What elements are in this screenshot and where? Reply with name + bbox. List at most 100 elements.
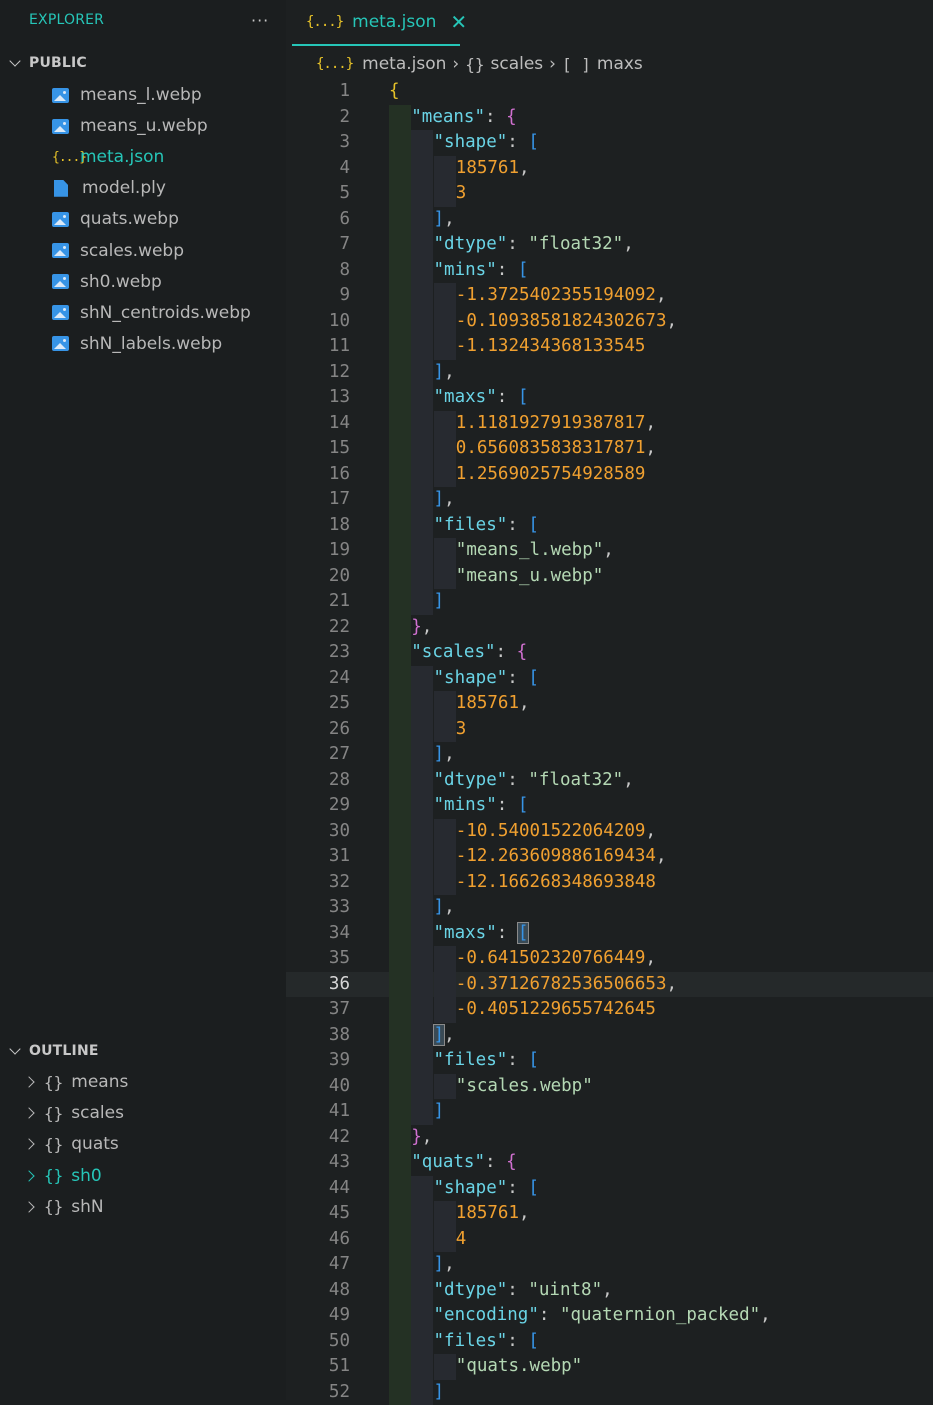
tab-meta-json[interactable]: {...} meta.json ✕ (292, 0, 460, 46)
code-text: "means_l.webp", (456, 538, 614, 564)
indent-guide (389, 972, 411, 998)
code-token: { (517, 642, 528, 662)
code-token: -1.132434368133545 (456, 336, 646, 356)
file-name: sh0.webp (80, 272, 162, 292)
code-token: : (496, 642, 517, 662)
breadcrumb-file[interactable]: meta.json (362, 54, 446, 74)
code-token: , (603, 540, 614, 560)
code-token: ] (434, 362, 445, 382)
json-file-icon: {...} (316, 56, 353, 72)
code-token: "files" (434, 1331, 508, 1351)
file-item-sh0-webp[interactable]: sh0.webp (52, 269, 162, 295)
line-number: 15 (286, 436, 350, 462)
outline-item-means[interactable]: {}means (24, 1069, 128, 1095)
code-token: [ (528, 1178, 539, 1198)
outline-item-shn[interactable]: {}shN (24, 1194, 104, 1220)
indent-guide (411, 1354, 433, 1380)
code-line: 2"means": { (286, 105, 933, 131)
code-text: -0.641502320766449, (456, 946, 656, 972)
breadcrumb-scales[interactable]: scales (491, 54, 544, 74)
code-text: "encoding": "quaternion_packed", (434, 1303, 771, 1329)
outline-item-scales[interactable]: {}scales (24, 1100, 124, 1126)
indent-guide (434, 1354, 456, 1380)
file-item-shn-labels-webp[interactable]: shN_labels.webp (52, 331, 222, 357)
indent-guide (389, 1201, 411, 1227)
indent-guide (434, 181, 456, 207)
indent-guide (411, 742, 433, 768)
indent-guide (389, 691, 411, 717)
image-file-icon (52, 274, 69, 289)
code-token: , (519, 1203, 530, 1223)
line-number: 24 (286, 666, 350, 692)
code-token: "quats" (411, 1152, 485, 1172)
code-text: -12.166268348693848 (456, 870, 656, 896)
outline-item-quats[interactable]: {}quats (24, 1131, 119, 1157)
file-item-means-l-webp[interactable]: means_l.webp (52, 82, 202, 108)
indent-guide (389, 1252, 411, 1278)
file-item-shn-centroids-webp[interactable]: shN_centroids.webp (52, 300, 251, 326)
code-line: 29"mins": [ (286, 793, 933, 819)
line-number: 38 (286, 1023, 350, 1049)
code-token: { (389, 81, 400, 101)
more-actions-icon[interactable]: ··· (251, 10, 271, 32)
code-token: : (507, 1280, 528, 1300)
line-number: 27 (286, 742, 350, 768)
code-text: "shape": [ (434, 130, 539, 156)
code-token: [ (528, 132, 539, 152)
indent-guide (411, 436, 433, 462)
code-token: "mins" (434, 795, 497, 815)
file-item-model-ply[interactable]: model.ply (52, 175, 166, 201)
indent-guide (434, 844, 456, 870)
code-text: "means": { (411, 105, 516, 131)
indent-guide (411, 156, 433, 182)
code-token: , (444, 362, 455, 382)
indent-guide (434, 1074, 456, 1100)
indent-guide (411, 1074, 433, 1100)
line-number: 20 (286, 564, 350, 590)
close-icon[interactable]: ✕ (450, 12, 467, 32)
outline-item-sh0[interactable]: {}sh0 (24, 1163, 102, 1189)
chevron-right-icon (24, 1169, 38, 1183)
code-line: 6], (286, 207, 933, 233)
file-item-scales-webp[interactable]: scales.webp (52, 238, 184, 264)
line-number: 8 (286, 258, 350, 284)
code-token: ] (434, 209, 445, 229)
code-text: 4 (456, 1227, 467, 1253)
indent-guide (389, 105, 411, 131)
code-line: 9-1.3725402355194092, (286, 283, 933, 309)
file-item-quats-webp[interactable]: quats.webp (52, 206, 179, 232)
outline-header[interactable]: OUTLINE (8, 1039, 99, 1063)
code-line: 48"dtype": "uint8", (286, 1278, 933, 1304)
line-number: 40 (286, 1074, 350, 1100)
breadcrumb-maxs[interactable]: maxs (597, 54, 643, 74)
file-name: meta.json (80, 147, 164, 167)
indent-guide (389, 921, 411, 947)
code-text: 1.1181927919387817, (456, 411, 656, 437)
code-token: { (506, 1152, 517, 1172)
code-token: : (507, 1331, 528, 1351)
line-number: 25 (286, 691, 350, 717)
indent-guide (411, 1099, 433, 1125)
file-item-means-u-webp[interactable]: means_u.webp (52, 113, 208, 139)
code-token: "dtype" (434, 1280, 508, 1300)
chevron-right-icon (24, 1200, 38, 1214)
indent-guide (389, 334, 411, 360)
file-name: shN_labels.webp (80, 334, 222, 354)
code-token: , (656, 846, 667, 866)
chevron-right-icon (24, 1075, 38, 1089)
indent-guide (411, 181, 433, 207)
folder-public-header[interactable]: PUBLIC (8, 51, 87, 75)
file-item-meta-json[interactable]: {...}meta.json (52, 144, 164, 170)
code-token: : (507, 1178, 528, 1198)
indent-guide (411, 921, 433, 947)
indent-guide (389, 589, 411, 615)
outline-label: quats (71, 1134, 119, 1154)
code-text: "shape": [ (434, 666, 539, 692)
line-number: 51 (286, 1354, 350, 1380)
code-token: 3 (456, 183, 467, 203)
file-icon (54, 180, 68, 197)
